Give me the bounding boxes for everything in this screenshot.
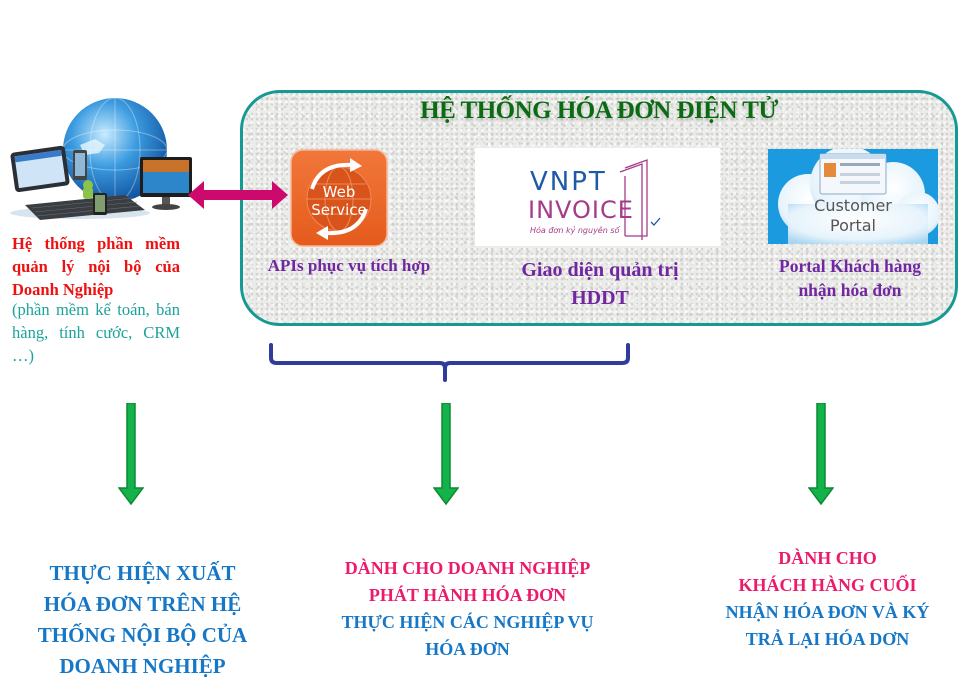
caption-line: PHÁT HÀNH HÓA ĐƠN: [368, 585, 567, 605]
internal-system-title: Hệ thống phần mềm quản lý nội bộ của Doa…: [12, 234, 180, 299]
caption-line: DOANH NGHIỆP: [59, 654, 226, 678]
vnpt-text: VNPT: [530, 167, 607, 197]
customer-portal-label: Portal Khách hàng nhận hóa đơn: [745, 254, 955, 302]
checkmark-icon: [650, 217, 661, 226]
admin-interface-label: Giao diện quản trị HDDT: [470, 256, 730, 312]
customer-text: Customer: [814, 196, 892, 215]
down-arrow-icon: [118, 403, 144, 506]
down-arrow-icon: [808, 403, 834, 506]
caption-line: KHÁCH HÀNG CUỐI: [738, 575, 917, 595]
system-title: HỆ THỐNG HÓA ĐƠN ĐIỆN TỬ: [420, 97, 778, 124]
door-icon: [619, 159, 648, 240]
caption-line: NHẬN HÓA ĐƠN VÀ KÝ: [725, 602, 930, 622]
caption-line: DÀNH CHO: [778, 548, 877, 568]
caption-line: THỰC HIỆN XUẤT: [49, 561, 236, 585]
internal-system-examples: (phần mềm kế toán, bán hàng, tính cước, …: [12, 300, 180, 365]
caption-line: THỰC HIỆN CÁC NGHIỆP VỤ: [341, 612, 594, 632]
portal-label-line1: Portal Khách hàng: [779, 256, 921, 276]
caption-line: TRẢ LẠI HÓA DƠN: [745, 629, 910, 649]
computer-devices-globe-icon: [10, 97, 192, 220]
vnpt-tagline: Hóa đơn kỷ nguyên số: [530, 225, 621, 235]
caption-line: THỐNG NỘI BỘ CỦA: [37, 623, 248, 647]
double-arrow-icon: [188, 181, 288, 209]
portal-label-line2: nhận hóa đơn: [798, 280, 902, 300]
customer-portal-icon: Customer Portal: [768, 149, 938, 244]
web-service-icon: Web Service: [290, 149, 388, 247]
ws-text-web: Web: [323, 183, 356, 201]
caption-internal-issuance: THỰC HIỆN XUẤT HÓA ĐƠN TRÊN HỆ THỐNG NỘI…: [0, 558, 285, 682]
invoice-text: INVOICE: [528, 196, 634, 224]
caption-line: DÀNH CHO DOANH NGHIỆP: [344, 558, 591, 578]
grouping-brace: [269, 343, 630, 382]
caption-line: HÓA ĐƠN TRÊN HỆ: [43, 592, 242, 616]
admin-label-line2: HDDT: [571, 287, 629, 309]
apis-label: APIs phục vụ tích hợp: [267, 256, 431, 275]
caption-end-customer: DÀNH CHO KHÁCH HÀNG CUỐI NHẬN HÓA ĐƠN VÀ…: [685, 545, 970, 653]
admin-label-line1: Giao diện quản trị: [521, 259, 679, 281]
vnpt-invoice-logo: VNPT INVOICE Hóa đơn kỷ nguyên số: [475, 148, 720, 246]
ws-text-service: Service: [311, 201, 366, 219]
portal-text: Portal: [830, 216, 876, 235]
caption-line: HÓA ĐƠN: [425, 639, 510, 659]
caption-enterprise: DÀNH CHO DOANH NGHIỆP PHÁT HÀNH HÓA ĐƠN …: [305, 555, 630, 663]
down-arrow-icon: [433, 403, 459, 506]
